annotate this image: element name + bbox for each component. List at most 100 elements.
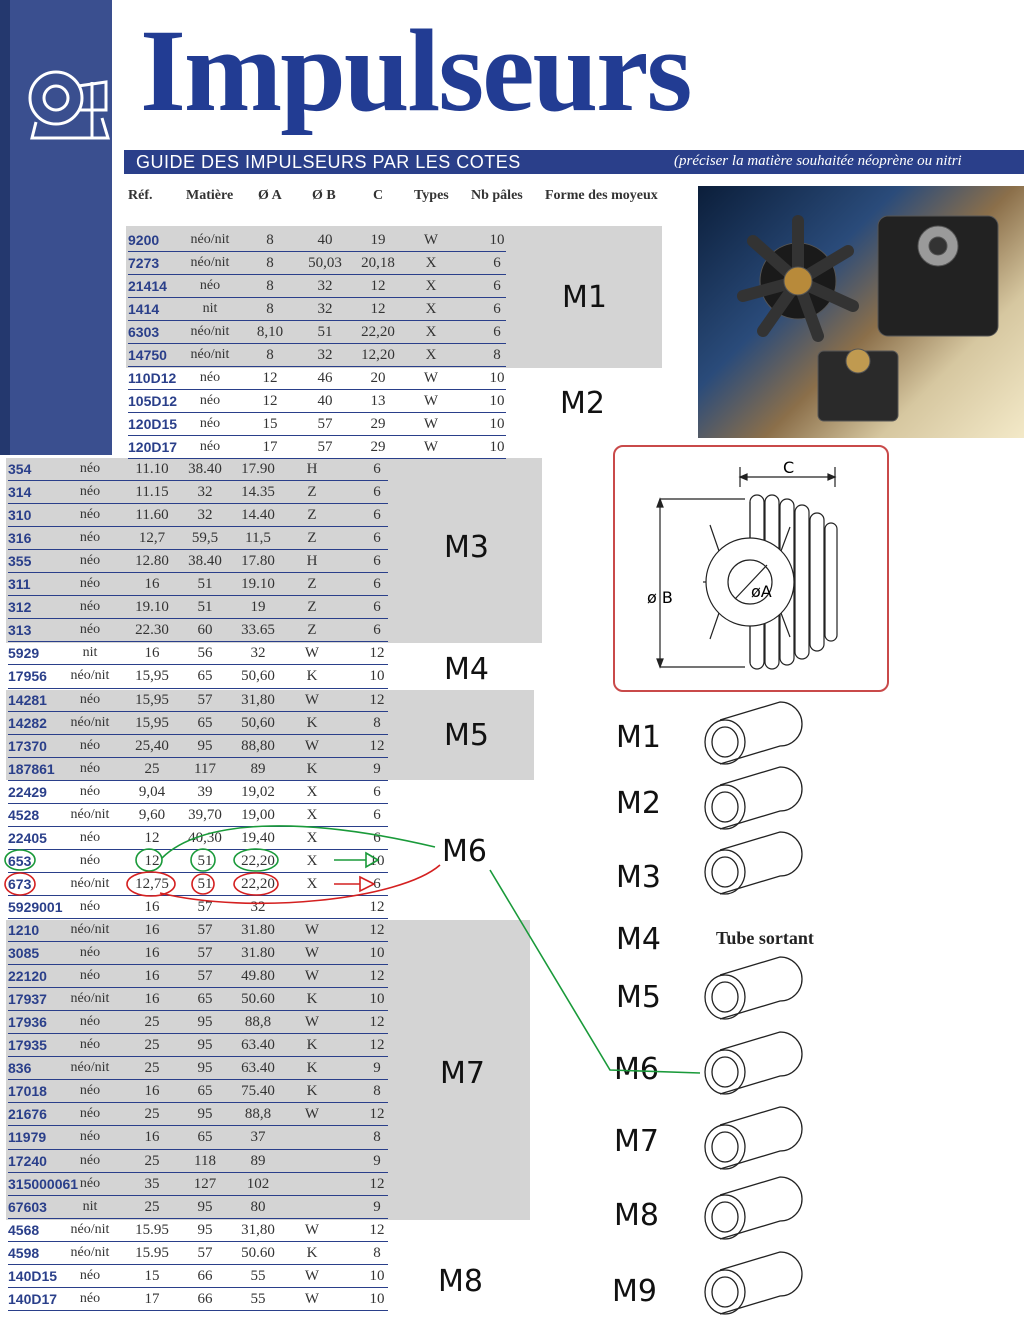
- col-matiere: Matière: [186, 188, 234, 203]
- ref-cell: 17936: [8, 1014, 47, 1031]
- diameter-a-cell: 12: [262, 393, 278, 409]
- type-cell: K: [306, 1037, 318, 1054]
- diameter-b-cell: 32: [197, 507, 213, 524]
- width-c-cell: 13: [370, 393, 386, 409]
- legend-label-m8: M8: [614, 1198, 659, 1233]
- diameter-b-cell: 39,70: [188, 806, 222, 823]
- diameter-b-cell: 95: [197, 1037, 213, 1054]
- blades-cell: 6: [373, 484, 381, 501]
- legend-label-m2: M2: [616, 786, 661, 821]
- type-cell: K: [306, 1244, 318, 1261]
- diameter-a-cell: 15: [262, 416, 278, 432]
- diameter-b-cell: 65: [197, 668, 213, 685]
- row-divider: [8, 641, 388, 643]
- col-pales: Nb pâles: [471, 188, 523, 203]
- ref-cell: 5929001: [8, 898, 63, 915]
- blades-cell: 12: [369, 1106, 385, 1123]
- row-divider: [8, 1148, 388, 1150]
- matiere-cell: néo/nit: [70, 714, 110, 730]
- matiere-cell: néo: [79, 1175, 101, 1191]
- legend-label-m7: M7: [614, 1124, 659, 1159]
- ref-cell: 6303: [128, 324, 160, 340]
- diameter-b-cell: 95: [197, 1060, 213, 1077]
- header-note: (préciser la matière souhaitée néoprène …: [674, 153, 962, 169]
- diameter-a-cell: 8: [266, 232, 274, 248]
- diameter-b-cell: 56: [197, 645, 213, 662]
- diameter-a-cell: 9,04: [138, 783, 166, 800]
- blades-cell: 6: [373, 461, 381, 477]
- matiere-cell: néo/nit: [70, 1244, 110, 1260]
- matiere-cell: néo/nit: [70, 668, 110, 684]
- col-a: Ø A: [258, 188, 282, 203]
- legend-label-m4: M4: [616, 922, 661, 957]
- group-label-m2: M2: [560, 386, 605, 421]
- width-c-cell: 19: [250, 599, 266, 616]
- type-cell: W: [423, 416, 439, 432]
- ref-cell: 140D17: [8, 1290, 58, 1307]
- diameter-a-cell: 16: [144, 898, 160, 915]
- width-c-cell: 19,00: [241, 806, 275, 823]
- matiere-cell: néo/nit: [70, 806, 110, 822]
- row-divider: [8, 1309, 388, 1311]
- impeller-dimension-drawing: C ø B øA: [647, 458, 838, 670]
- width-c-cell: 31,80: [241, 1221, 275, 1238]
- diameter-b-cell: 40: [317, 393, 333, 409]
- matiere-cell: nit: [82, 645, 98, 661]
- blades-cell: 9: [373, 760, 381, 777]
- ref-cell: 17956: [8, 668, 47, 685]
- matiere-cell: néo/nit: [190, 347, 230, 362]
- matiere-cell: néo: [79, 1083, 101, 1099]
- blades-cell: 10: [489, 439, 505, 455]
- diameter-b-cell: 57: [197, 968, 213, 985]
- type-cell: W: [423, 370, 439, 386]
- group-label-m3: M3: [444, 530, 489, 565]
- blades-cell: 8: [373, 1129, 381, 1146]
- diameter-a-cell: 25: [144, 1060, 160, 1077]
- type-cell: W: [304, 1106, 320, 1123]
- matiere-cell: néo: [79, 599, 101, 615]
- type-cell: W: [304, 1221, 320, 1238]
- matiere-cell: néo: [79, 622, 101, 638]
- diagram-label-b: ø B: [647, 588, 673, 607]
- row-divider: [8, 802, 388, 804]
- type-cell: Z: [307, 530, 317, 547]
- row-divider: [8, 1102, 388, 1104]
- diameter-b-cell: 51: [197, 875, 213, 892]
- blades-cell: 10: [369, 668, 385, 685]
- diameter-a-cell: 8: [266, 301, 274, 317]
- legend-label-m1: M1: [616, 720, 661, 755]
- blades-cell: 12: [369, 1221, 385, 1238]
- col-types: Types: [414, 188, 449, 203]
- matiere-cell: néo: [79, 737, 101, 753]
- type-cell: X: [425, 278, 437, 294]
- diameter-b-cell: 65: [197, 714, 213, 731]
- matiere-cell: néo: [79, 691, 101, 707]
- type-cell: X: [306, 875, 318, 892]
- matiere-cell: néo: [79, 783, 101, 799]
- type-cell: W: [423, 393, 439, 409]
- matiere-cell: néo: [79, 760, 101, 776]
- matiere-cell: néo: [79, 898, 101, 914]
- type-cell: K: [306, 668, 318, 685]
- diameter-a-cell: 17: [144, 1290, 160, 1307]
- diameter-a-cell: 25: [144, 1152, 160, 1169]
- matiere-cell: néo: [79, 1129, 101, 1145]
- diameter-b-cell: 117: [194, 760, 216, 777]
- ref-cell: 312: [8, 599, 32, 616]
- ref-cell: 1210: [8, 922, 40, 938]
- type-cell: K: [306, 1060, 318, 1077]
- width-c-cell: 88,8: [244, 1106, 272, 1123]
- type-cell: W: [423, 439, 439, 455]
- blades-cell: 12: [369, 922, 385, 938]
